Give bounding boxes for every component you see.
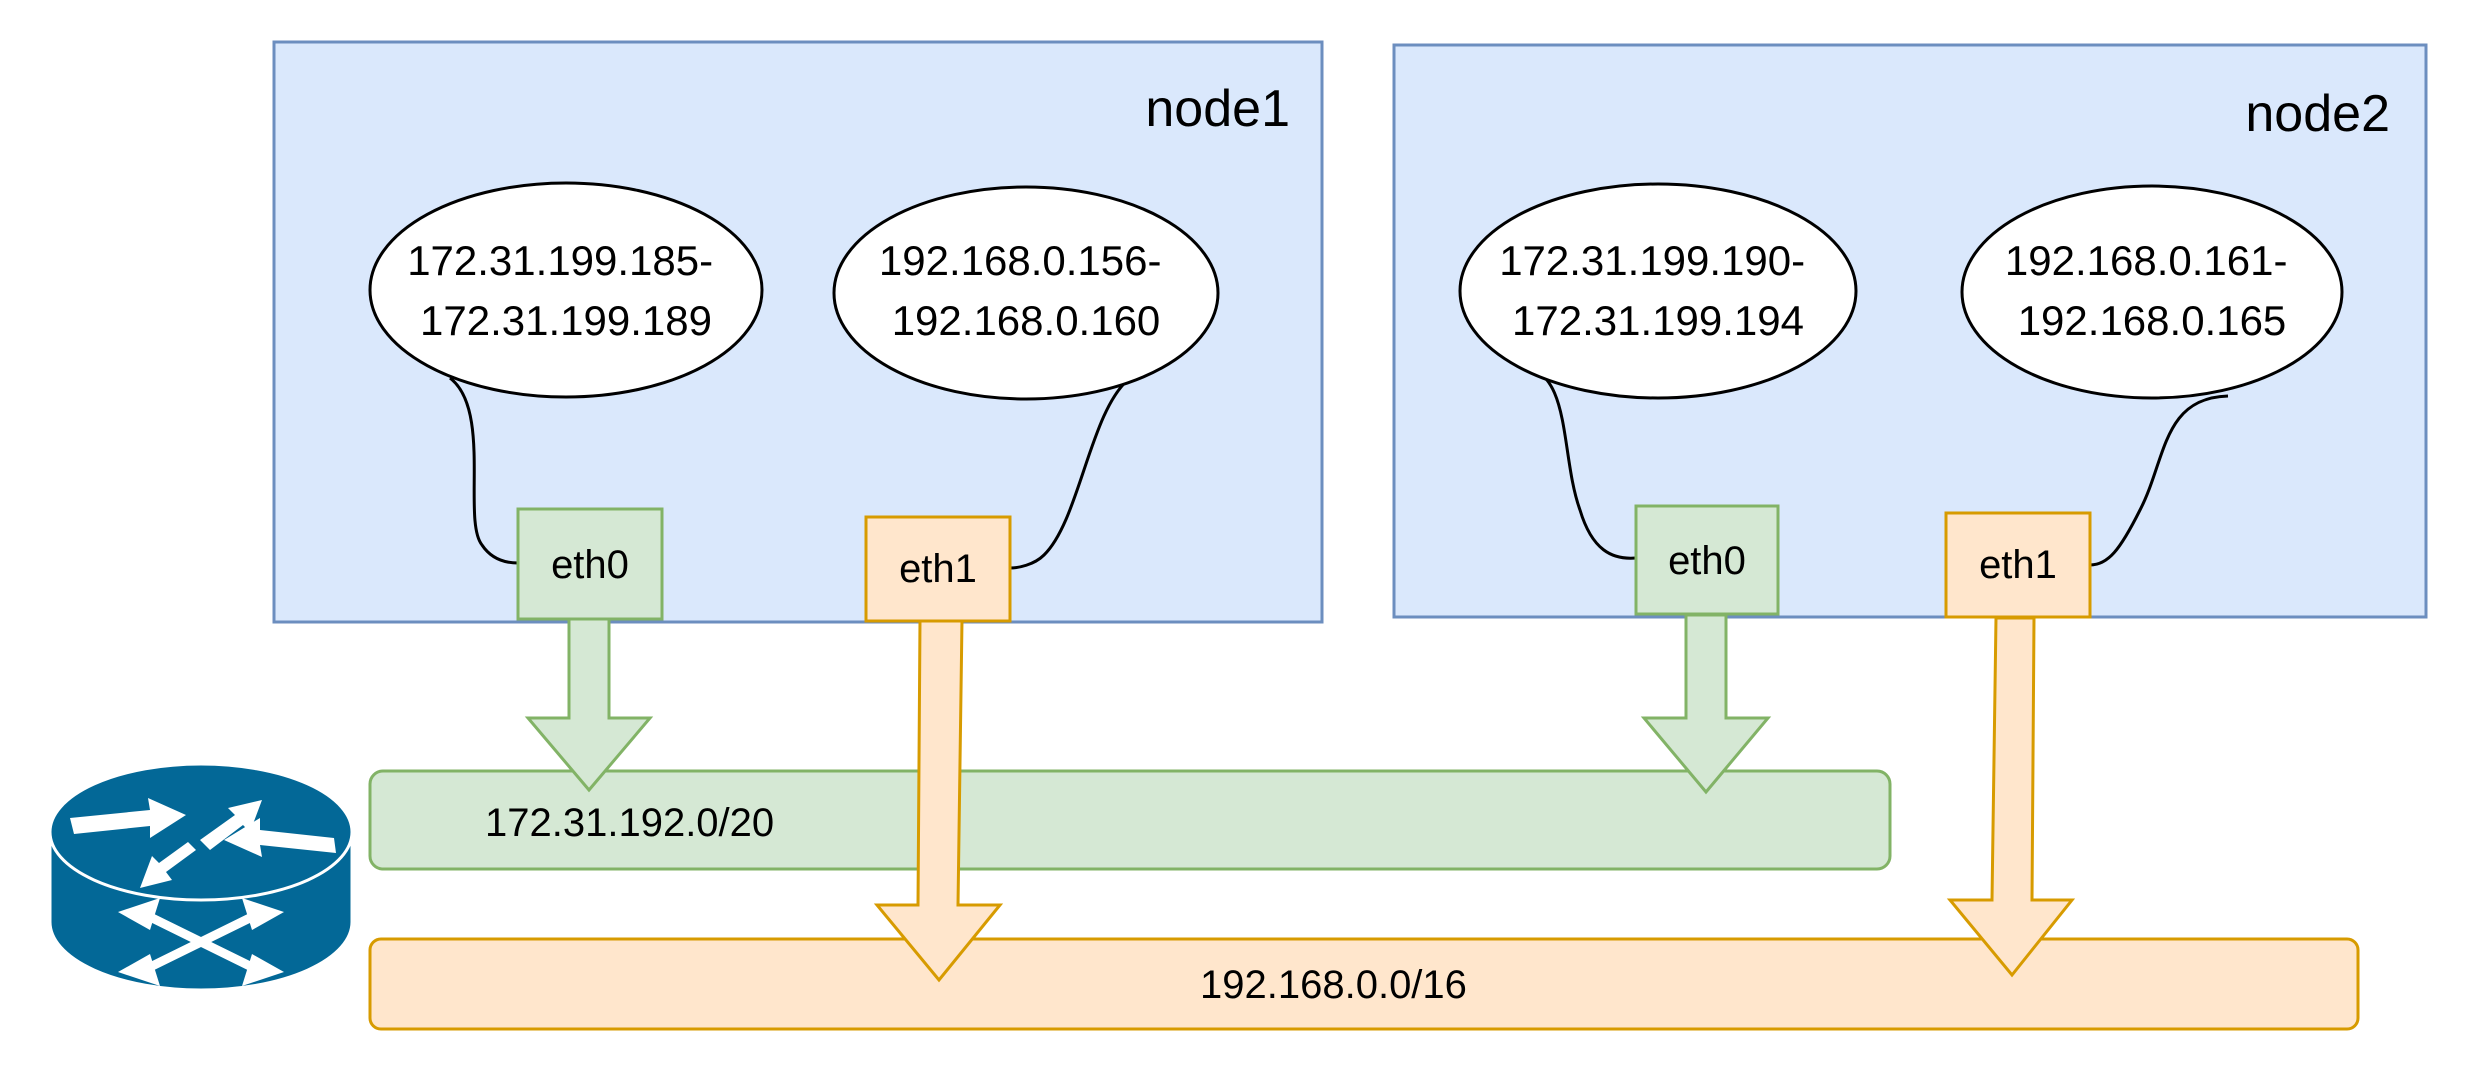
node1-title: node1: [1145, 80, 1290, 138]
node2-pool-172-start: 172.31.199.190-: [1499, 237, 1805, 284]
network-192-label: 192.168.0.0/16: [1200, 963, 1467, 1007]
node1-eth0-interface: eth0: [516, 507, 664, 621]
node1-pool-172-end: 172.31.199.189: [420, 297, 712, 344]
node2-eth0-box: [1634, 504, 1780, 616]
node2-eth1-connector: [2089, 394, 2229, 567]
network-192-shape: [368, 937, 2360, 1031]
node2-pool-172: 172.31.199.190- 172.31.199.194: [1458, 182, 1858, 400]
node2-pool-192-ellipse: [1960, 184, 2344, 400]
node1-pool-192: 192.168.0.156- 192.168.0.160: [832, 185, 1220, 401]
node1-eth1-connector: [1009, 376, 1131, 570]
node1-pool-172-start: 172.31.199.185-: [407, 237, 713, 284]
node1-pool-192-text: 192.168.0.156- 192.168.0.160: [879, 237, 1173, 344]
network-192-bar: 192.168.0.0/16: [368, 937, 2360, 1031]
node1-pool-172: 172.31.199.185- 172.31.199.189: [368, 181, 764, 399]
network-172-bar: 172.31.192.0/20: [368, 769, 1892, 871]
node2-pool-172-ellipse: [1458, 182, 1858, 400]
node1-eth1-box: [864, 515, 1012, 623]
node2-eth0-label: eth0: [1668, 539, 1746, 583]
node2-pool-192-start: 192.168.0.161-: [2005, 237, 2288, 284]
node2-pool-172-end: 172.31.199.194: [1512, 297, 1804, 344]
node1-eth0-connector: [449, 376, 519, 565]
network-172-shape: [368, 769, 1892, 871]
node1-pool-172-text: 172.31.199.185- 172.31.199.189: [407, 237, 725, 344]
node2-title: node2: [2245, 85, 2390, 143]
node2-pool-192: 192.168.0.161- 192.168.0.165: [1960, 184, 2344, 400]
node1-eth1-arrow: [873, 618, 1004, 983]
node1-pool-172-ellipse: [368, 181, 764, 399]
node2-pool-192-text: 192.168.0.161- 192.168.0.165: [2005, 237, 2299, 344]
node2-pool-192-end: 192.168.0.165: [2018, 297, 2287, 344]
node2-eth0-arrow: [1640, 613, 1772, 795]
node2-eth1-arrow: [1946, 616, 2076, 978]
node1-eth1-interface: eth1: [864, 515, 1012, 623]
node1-pool-192-end: 192.168.0.160: [892, 297, 1161, 344]
node1-pool-192-ellipse: [832, 185, 1220, 401]
node2-eth1-interface: eth1: [1944, 511, 2092, 619]
node1-pool-192-start: 192.168.0.156-: [879, 237, 1162, 284]
router-icon: [48, 762, 354, 992]
node1-eth1-label: eth1: [899, 547, 977, 591]
node2-eth0-interface: eth0: [1634, 504, 1780, 616]
node1-eth0-box: [516, 507, 664, 621]
node1-eth0-arrow: [524, 616, 654, 793]
network-172-label: 172.31.192.0/20: [485, 801, 774, 845]
node2-eth1-label: eth1: [1979, 543, 2057, 587]
node2-pool-172-text: 172.31.199.190- 172.31.199.194: [1499, 237, 1817, 344]
node2-eth0-connector: [1519, 365, 1637, 560]
node2-eth1-box: [1944, 511, 2092, 619]
node1-eth0-label: eth0: [551, 543, 629, 587]
